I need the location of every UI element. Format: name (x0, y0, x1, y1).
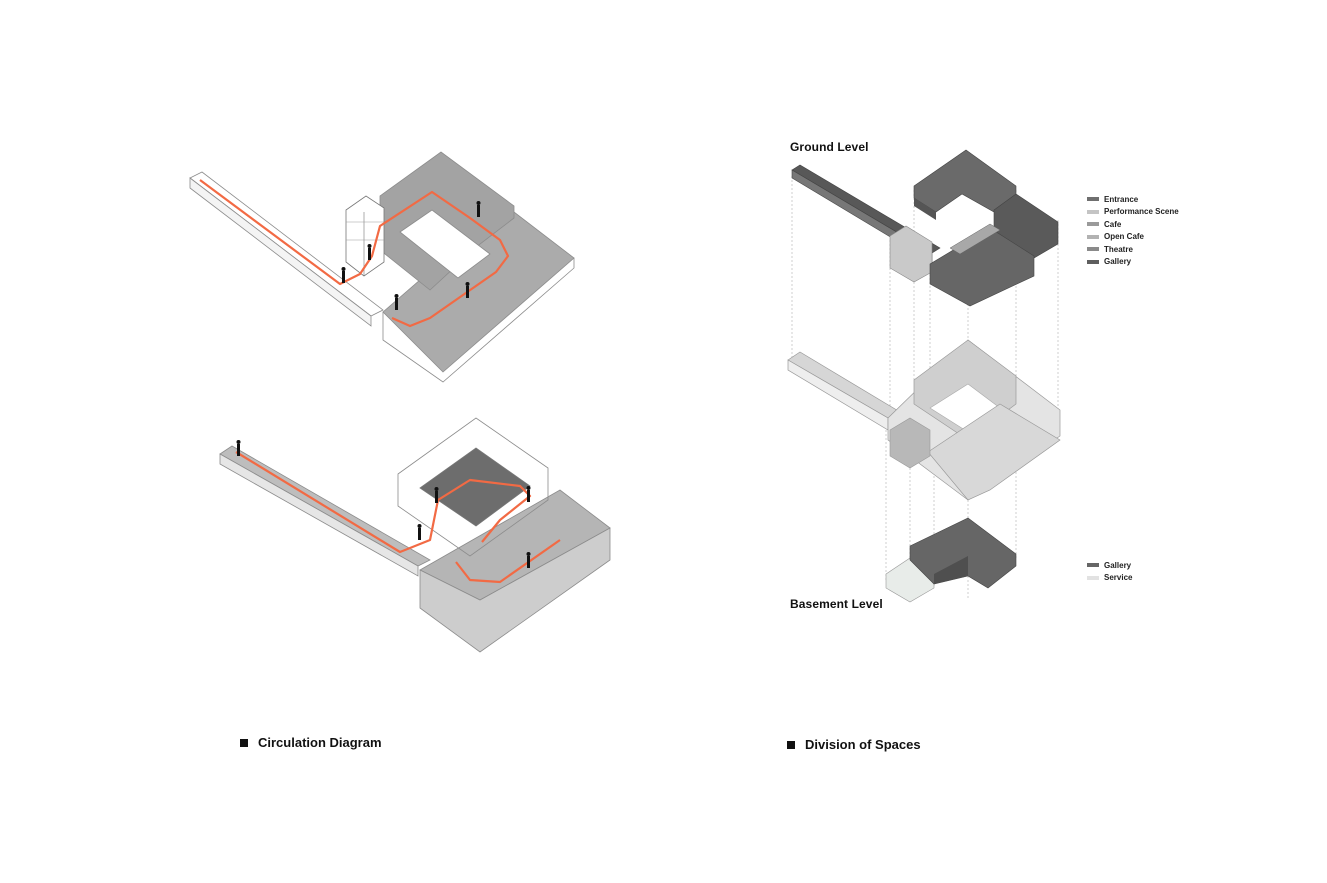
legend-swatch (1087, 209, 1099, 214)
caption-bullet (240, 738, 248, 747)
ground-legend: Entrance Performance Scene Cafe Open Caf… (1087, 193, 1179, 268)
ground-level-volumes (791, 149, 1059, 307)
legend-swatch (1087, 247, 1099, 252)
legend-label: Gallery (1104, 560, 1132, 570)
basement-level-volumes (885, 517, 1017, 603)
basement-legend: Gallery Service (1087, 559, 1132, 584)
legend-label: Entrance (1104, 194, 1139, 204)
ground-level-label: Ground Level (790, 140, 869, 154)
legend-swatch (1087, 575, 1099, 580)
ground-level-frame (787, 339, 1061, 501)
legend-label: Theatre (1104, 244, 1133, 254)
legend-item-basement-gallery: Gallery (1087, 559, 1132, 572)
legend-item-entrance: Entrance (1087, 193, 1179, 206)
basement-gallery-volume (909, 517, 1017, 589)
legend-label: Open Cafe (1104, 232, 1145, 242)
legend-swatch (1087, 234, 1099, 239)
legend-swatch (1087, 222, 1099, 227)
caption-text: Division of Spaces (805, 737, 921, 752)
basement-level-label: Basement Level (790, 597, 883, 611)
open-cafe-volume (949, 223, 1001, 255)
people-figures (341, 201, 481, 310)
performance-scene-volume (889, 225, 933, 283)
circulation-diagram-caption: Circulation Diagram (240, 735, 382, 750)
circulation-basement-axonometric (219, 417, 611, 653)
legend-label: Cafe (1104, 219, 1122, 229)
walkway-side (189, 177, 372, 327)
transparent-volume (397, 417, 549, 557)
legend-item-theatre: Theatre (1087, 243, 1179, 256)
legend-label: Gallery (1104, 257, 1132, 267)
circulation-ground-axonometric (189, 151, 575, 383)
courtyard-void (399, 209, 491, 279)
caption-text: Circulation Diagram (258, 735, 382, 750)
legend-item-gallery: Gallery (1087, 256, 1179, 269)
legend-item-cafe: Cafe (1087, 218, 1179, 231)
dark-gallery-volume (419, 447, 531, 527)
stair-tower (345, 195, 385, 277)
legend-swatch (1087, 259, 1099, 264)
caption-bullet (787, 740, 795, 749)
gallery-floor (382, 211, 575, 373)
circulation-path-ground (199, 179, 510, 328)
legend-item-performance-scene: Performance Scene (1087, 206, 1179, 219)
legend-swatch (1087, 563, 1099, 568)
circulation-path-basement (235, 451, 532, 554)
legend-item-open-cafe: Open Cafe (1087, 231, 1179, 244)
legend-label: Performance Scene (1104, 207, 1179, 217)
legend-item-service: Service (1087, 572, 1132, 585)
legend-swatch (1087, 197, 1099, 202)
theatre-volume (913, 149, 1017, 213)
division-of-spaces-caption: Division of Spaces (787, 737, 921, 752)
legend-label: Service (1104, 573, 1133, 583)
